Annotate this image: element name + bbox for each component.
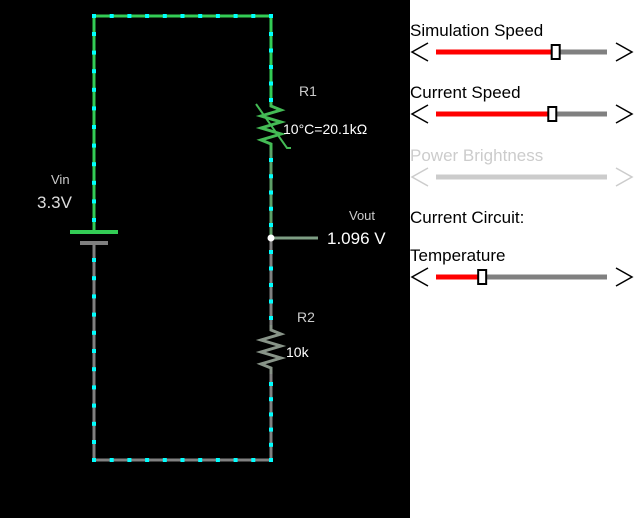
current-dot (215, 458, 220, 462)
current-dot (251, 14, 256, 18)
current-dot (109, 458, 114, 462)
node-vout[interactable] (267, 234, 275, 242)
current-dot (92, 143, 96, 148)
slider-increase-arrow (615, 167, 634, 187)
current-dot (269, 190, 273, 195)
current-dot (92, 276, 96, 281)
current-dot (269, 299, 273, 304)
current-flow-dots (92, 14, 273, 462)
current-dot (269, 32, 273, 36)
current-dot (92, 32, 96, 36)
current-dot (92, 14, 96, 18)
r2-label: R2 (297, 309, 315, 325)
thermistor-r1-marker (255, 103, 291, 149)
power-brightness-slider (410, 165, 637, 189)
r2-value: 10k (286, 344, 310, 360)
resistor-r2-body[interactable] (255, 325, 287, 374)
slider-decrease-arrow[interactable] (410, 267, 429, 287)
current-dot (269, 442, 273, 447)
current-dot (269, 174, 273, 179)
current-dot (92, 294, 96, 299)
current-dot (92, 180, 96, 185)
slider-thumb[interactable] (547, 106, 558, 122)
current-dot (145, 458, 150, 462)
current-dot (92, 385, 96, 390)
current-dot (92, 106, 96, 111)
current-dot (198, 14, 203, 18)
current-dot (269, 250, 273, 254)
current-dot (92, 258, 96, 262)
current-dot (127, 14, 132, 18)
current-dot (92, 403, 96, 408)
vin-label: Vin (51, 172, 70, 187)
vout-value: 1.096 V (327, 229, 386, 248)
current-dot (269, 427, 273, 432)
current-dot (92, 421, 96, 426)
temperature-slider[interactable] (410, 265, 637, 289)
circuit-canvas[interactable]: Vin 3.3V R1 10°C=20.1kΩ R2 10k Vout 1.09… (0, 0, 410, 518)
slider-thumb[interactable] (550, 44, 561, 60)
slider-thumb[interactable] (477, 269, 488, 285)
current-dot (92, 125, 96, 129)
current-dot (215, 14, 220, 18)
current-dot (127, 458, 132, 462)
current-circuit-label: Current Circuit: (410, 208, 525, 227)
current-dot (162, 14, 167, 18)
current-dot (269, 158, 273, 162)
current-dot (92, 367, 96, 372)
current-dot (162, 458, 167, 462)
current-dot (180, 458, 185, 462)
current-dot (92, 199, 96, 204)
r1-value: 10°C=20.1kΩ (283, 121, 367, 137)
current-dot (92, 87, 96, 92)
current-speed-slider[interactable] (410, 102, 637, 126)
current-dot (269, 223, 273, 227)
current-dot (198, 458, 203, 462)
current-dot (109, 14, 114, 18)
temperature-label: Temperature (410, 246, 506, 265)
current-dot (92, 458, 96, 462)
current-dot (269, 81, 273, 86)
slider-decrease-arrow[interactable] (410, 104, 429, 124)
current-dot (269, 266, 273, 271)
current-dot (269, 458, 273, 462)
current-dot (269, 412, 273, 417)
current-dot (92, 312, 96, 317)
current-dot (180, 14, 185, 18)
current-dot (269, 382, 273, 386)
current-dot (145, 14, 150, 18)
current-dot (92, 349, 96, 353)
current-dot (92, 440, 96, 444)
vin-value: 3.3V (37, 193, 73, 212)
r1-label: R1 (299, 83, 317, 99)
circuit-diagram: Vin 3.3V R1 10°C=20.1kΩ R2 10k Vout 1.09… (37, 14, 386, 462)
current-dot (269, 98, 273, 102)
current-dot (233, 458, 238, 462)
current-dot (269, 397, 273, 402)
current-dot (233, 14, 238, 18)
current-dot (269, 283, 273, 287)
power-brightness-label: Power Brightness (410, 146, 544, 165)
slider-decrease-arrow[interactable] (410, 42, 429, 62)
current-dot (92, 330, 96, 335)
control-panel: Simulation Speed Current Speed Power Bri… (410, 0, 637, 518)
current-dot (92, 69, 96, 74)
current-speed-label: Current Speed (410, 83, 521, 102)
current-dot (92, 50, 96, 55)
slider-increase-arrow[interactable] (615, 104, 634, 124)
current-dot (92, 162, 96, 167)
current-dot (269, 206, 273, 211)
current-dot (92, 218, 96, 222)
current-dot (269, 14, 273, 18)
vout-label: Vout (349, 208, 375, 223)
current-dot (251, 458, 256, 462)
current-dot (269, 48, 273, 53)
slider-decrease-arrow (410, 167, 429, 187)
simulation-speed-slider[interactable] (410, 40, 637, 64)
slider-increase-arrow[interactable] (615, 267, 634, 287)
current-dot (269, 316, 273, 320)
slider-increase-arrow[interactable] (615, 42, 634, 62)
simulation-speed-label: Simulation Speed (410, 21, 544, 40)
current-dot (269, 65, 273, 69)
